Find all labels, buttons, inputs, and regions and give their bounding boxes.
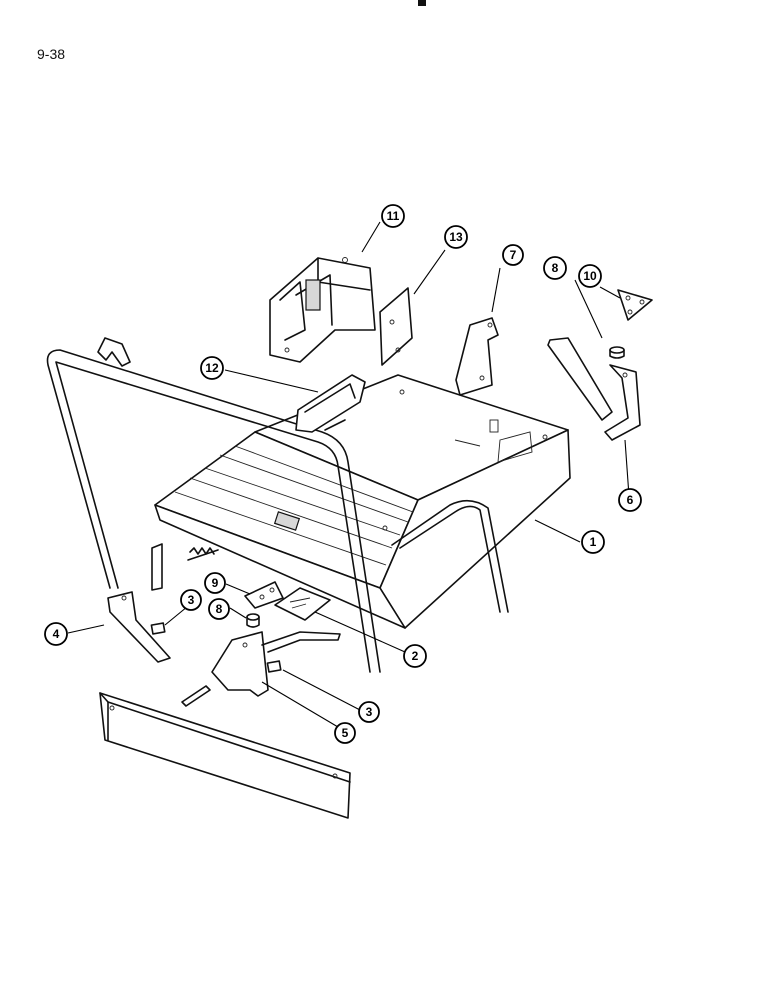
callout-12: 12	[200, 356, 224, 380]
lever-bracket	[295, 374, 366, 433]
triangle-plate	[617, 289, 653, 321]
svg-text:2: 2	[412, 649, 419, 663]
callout-6: 6	[618, 488, 642, 512]
svg-text:4: 4	[53, 627, 60, 641]
callout-1: 1	[581, 530, 605, 554]
spring	[187, 547, 219, 561]
callout-7: 7	[502, 244, 524, 266]
right-mount-bracket	[181, 631, 341, 707]
svg-text:11: 11	[387, 209, 400, 223]
support-bracket	[455, 317, 499, 396]
svg-text:9: 9	[212, 576, 219, 590]
rubber-bushing	[609, 346, 625, 359]
svg-text:13: 13	[449, 230, 463, 244]
top-edge-mark	[418, 0, 426, 6]
leader-lines	[67, 221, 630, 728]
svg-text:3: 3	[366, 705, 373, 719]
svg-text:6: 6	[627, 493, 634, 507]
rubber-bushing-lower	[246, 613, 260, 628]
svg-text:5: 5	[342, 726, 349, 740]
callout-4: 4	[44, 622, 68, 646]
rollover-bar	[46, 349, 509, 673]
rear-support-bracket	[547, 337, 641, 441]
callout-8: 8	[543, 256, 567, 280]
callout-11: 11	[381, 204, 405, 228]
svg-text:3: 3	[188, 593, 195, 607]
callout-9: 9	[204, 572, 226, 594]
svg-text:8: 8	[552, 261, 559, 275]
mount-plate	[244, 581, 284, 609]
page-number: 9-38	[37, 46, 66, 62]
callout-13: 13	[444, 225, 468, 249]
decal-plate	[274, 587, 331, 621]
callout-3: 3	[180, 589, 202, 611]
callout-3: 3	[358, 701, 380, 723]
svg-text:12: 12	[205, 361, 219, 375]
clamp-bracket	[97, 337, 131, 367]
svg-text:10: 10	[583, 269, 597, 283]
callout-5: 5	[334, 722, 356, 744]
callout-2: 2	[403, 644, 427, 668]
side-plate	[379, 287, 413, 366]
angle-rail	[99, 692, 351, 819]
callout-10: 10	[578, 264, 602, 288]
svg-text:7: 7	[510, 248, 517, 262]
console-bracket	[269, 257, 376, 363]
left-mount-bracket	[107, 543, 171, 663]
washer	[150, 622, 282, 673]
svg-text:8: 8	[216, 602, 223, 616]
callout-8: 8	[208, 598, 230, 620]
svg-text:1: 1	[590, 535, 597, 549]
